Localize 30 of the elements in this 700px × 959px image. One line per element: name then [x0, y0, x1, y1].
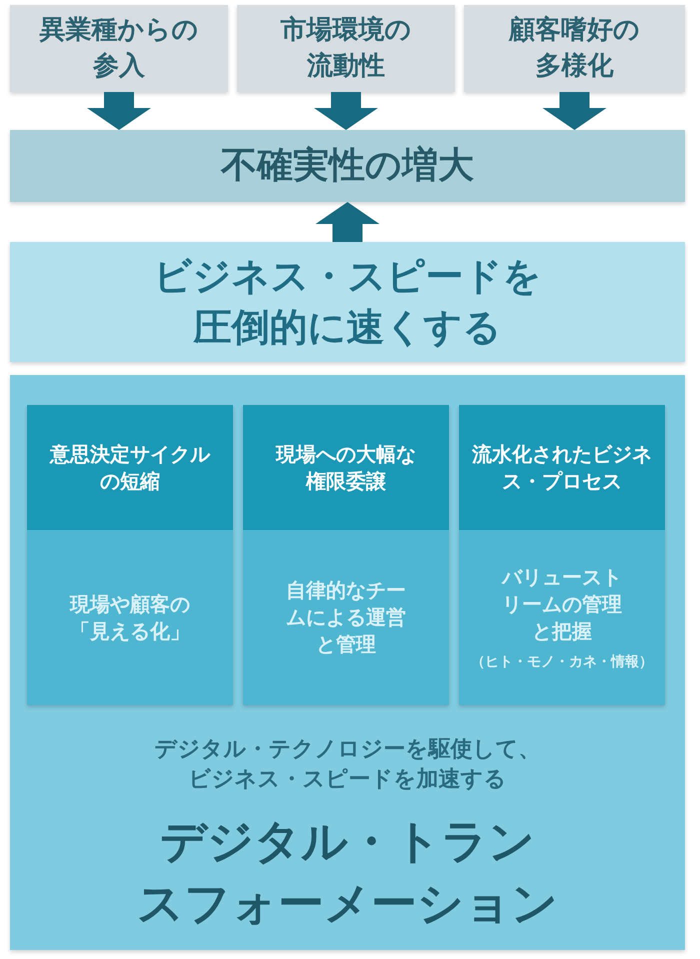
box-text: 顧客嗜好の多様化	[508, 14, 641, 82]
column-header	[27, 405, 233, 530]
column-body	[243, 530, 449, 705]
result-box	[10, 130, 685, 202]
note-text: （ヒト・モノ・カネ・情報）	[471, 652, 653, 672]
goal-box	[10, 242, 685, 362]
box-text: 市場環境の流動性	[280, 14, 412, 82]
column-body	[27, 530, 233, 705]
box-text: 不確実性の増大	[221, 144, 474, 188]
block-arrow	[542, 92, 606, 130]
description-text: デジタル・テクノロジーを駆使して、ビジネス・スピードを加速する	[154, 736, 542, 794]
box-text: 自律的なチームによる運営と管理	[285, 577, 407, 658]
cause-box	[237, 5, 455, 92]
box-text: 現場への大幅な権限委譲	[274, 440, 417, 494]
box-text: 意思決定サイクルの短縮	[48, 440, 212, 494]
block-arrow	[87, 92, 151, 130]
box-text: バリューストリームの管理と把握	[500, 564, 623, 645]
box-text: ビジネス・スピードを圧倒的に速くする	[152, 252, 542, 351]
block-arrow	[316, 202, 380, 242]
cause-box	[10, 5, 228, 92]
box-text: 流水化されたビジネス・プロセス	[470, 440, 653, 494]
foundation-panel	[10, 375, 685, 950]
block-arrow	[314, 92, 378, 130]
box-text: 現場や顧客の「見える化」	[68, 590, 191, 644]
column-body	[459, 530, 665, 705]
column-header	[243, 405, 449, 530]
cause-box	[464, 5, 685, 92]
box-text: 異業種からの参入	[39, 14, 199, 82]
main-heading: デジタル・トランスフォーメーション	[136, 813, 559, 932]
column-header	[459, 405, 665, 530]
